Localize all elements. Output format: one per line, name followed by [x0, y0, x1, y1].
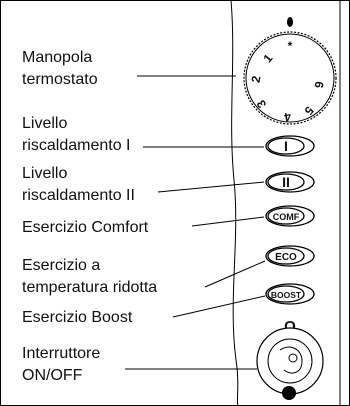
comfort-button-label: COMF — [273, 212, 300, 222]
leader-boost — [172, 295, 266, 318]
label-level2-line1: Livello — [22, 165, 67, 182]
label-eco-line1: Esercizio a — [22, 257, 100, 274]
comfort-button[interactable]: COMF — [265, 205, 315, 227]
label-level2-line2: riscaldamento II — [22, 187, 135, 204]
label-boost: Esercizio Boost — [22, 309, 133, 326]
label-knob-line1: Manopola — [22, 49, 92, 66]
on-symbol — [282, 386, 296, 400]
knob-face — [245, 33, 335, 123]
label-switch-line1: Interruttore — [22, 345, 100, 362]
boost-button[interactable]: BOOST — [265, 283, 315, 305]
on-off-switch[interactable]: O — [256, 318, 324, 400]
level2-button[interactable]: II — [265, 171, 315, 193]
panel-left-edge — [230, 0, 239, 406]
level2-button-label: II — [282, 174, 290, 190]
leader-lines — [125, 75, 266, 370]
boost-button-label: BOOST — [271, 290, 302, 300]
dial-mark-frost: * — [288, 39, 293, 53]
leader-comfort — [191, 216, 265, 227]
knob-indicator-mark — [287, 17, 293, 27]
eco-button-label: ECO — [275, 252, 297, 263]
label-switch-line2: ON/OFF — [22, 367, 83, 384]
switch-rocker-contour — [279, 346, 303, 374]
dial-mark-4: 4 — [283, 109, 292, 124]
label-comfort: Esercizio Comfort — [22, 219, 149, 236]
leader-level2 — [157, 181, 265, 193]
label-level1-line2: riscaldamento I — [22, 137, 131, 154]
label-eco-line2: temperatura ridotta — [22, 279, 157, 296]
label-level1-line1: Livello — [22, 115, 67, 132]
leader-eco — [204, 260, 266, 288]
eco-button[interactable]: ECO — [265, 245, 315, 267]
label-knob-line2: termostato — [22, 71, 98, 88]
dial-mark-2: 2 — [249, 74, 264, 83]
switch-highlight — [288, 353, 298, 363]
level1-button[interactable]: I — [265, 135, 315, 157]
dial-mark-6: 6 — [311, 80, 326, 89]
level1-button-label: I — [284, 138, 288, 154]
thermostat-knob[interactable]: * 1 2 3 4 5 6 — [243, 17, 337, 125]
